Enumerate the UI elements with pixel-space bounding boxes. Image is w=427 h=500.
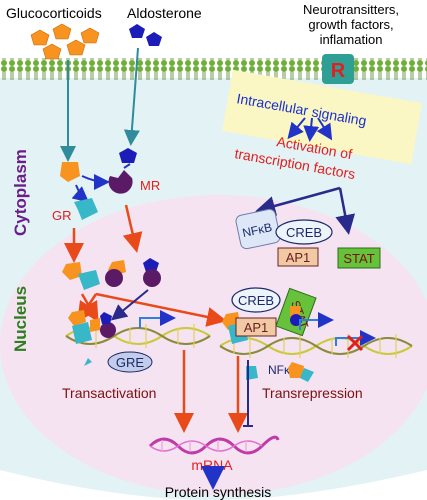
receptor-label: R: [331, 60, 346, 82]
creb-factor-cytoplasm: CREB: [275, 219, 333, 245]
transactivation-label: Transactivation: [62, 385, 156, 401]
nuclear-factor-complex: CREB AP1 STAT: [222, 287, 317, 344]
ap1-label-nucleus: AP1: [244, 320, 269, 335]
ap1-factor-cytoplasm: AP1: [277, 247, 319, 267]
creb-label-cytoplasm: CREB: [286, 225, 322, 240]
nucleus-region: [0, 195, 427, 495]
aldosterone-in-cytoplasm: [119, 148, 137, 163]
gc-mr-complex: [105, 260, 126, 287]
transrepression-label: Transrepression: [262, 385, 363, 401]
protein-synthesis-label: Protein synthesis: [165, 484, 272, 500]
cytoplasm-label: Cytoplasm: [11, 149, 30, 236]
mr-receptor: [108, 170, 133, 194]
nfkb-label-cytoplasm: NFκB: [241, 220, 273, 240]
mrna-label: mRNA: [191, 457, 233, 473]
gr-label: GR: [52, 208, 72, 223]
glucocorticoid-in-cytoplasm: [60, 162, 80, 182]
neuro-label-1: Neurotransitters,: [303, 2, 399, 17]
gre-element: GRE: [107, 351, 153, 373]
blocked-transcription-x: [346, 334, 364, 352]
mr-label: MR: [140, 178, 160, 193]
glucocorticoids-label: Glucocorticoids: [6, 5, 102, 21]
aldosterone-mr-complex: [143, 258, 161, 287]
ap1-label-cytoplasm: AP1: [286, 250, 311, 265]
membrane-receptor: R: [322, 54, 354, 84]
gre-label: GRE: [116, 355, 145, 370]
nfkb-factor-cytoplasm: NFκB: [235, 208, 281, 250]
nucleus-label: Nucleus: [11, 286, 30, 352]
intracellular-signaling-box: [222, 69, 422, 165]
neuro-label-3: inflamation: [320, 32, 383, 47]
dna-right: [219, 334, 413, 358]
neuro-label-2: growth factors,: [308, 17, 393, 32]
stat-factor-cytoplasm: STAT: [337, 247, 381, 269]
aldosterone-molecules: [129, 24, 162, 46]
gr-dimer-on-dna: [68, 310, 116, 344]
glucocorticoid-molecules: [30, 23, 100, 60]
creb-label-nucleus: CREB: [238, 293, 274, 308]
mrna-strand: [148, 435, 280, 455]
gc-gr-complex: [62, 262, 100, 290]
gr-receptor: [74, 198, 98, 220]
aldosterone-label: Aldosterone: [127, 5, 202, 21]
cell-membrane: [0, 58, 427, 80]
stat-label-cytoplasm: STAT: [343, 251, 374, 266]
